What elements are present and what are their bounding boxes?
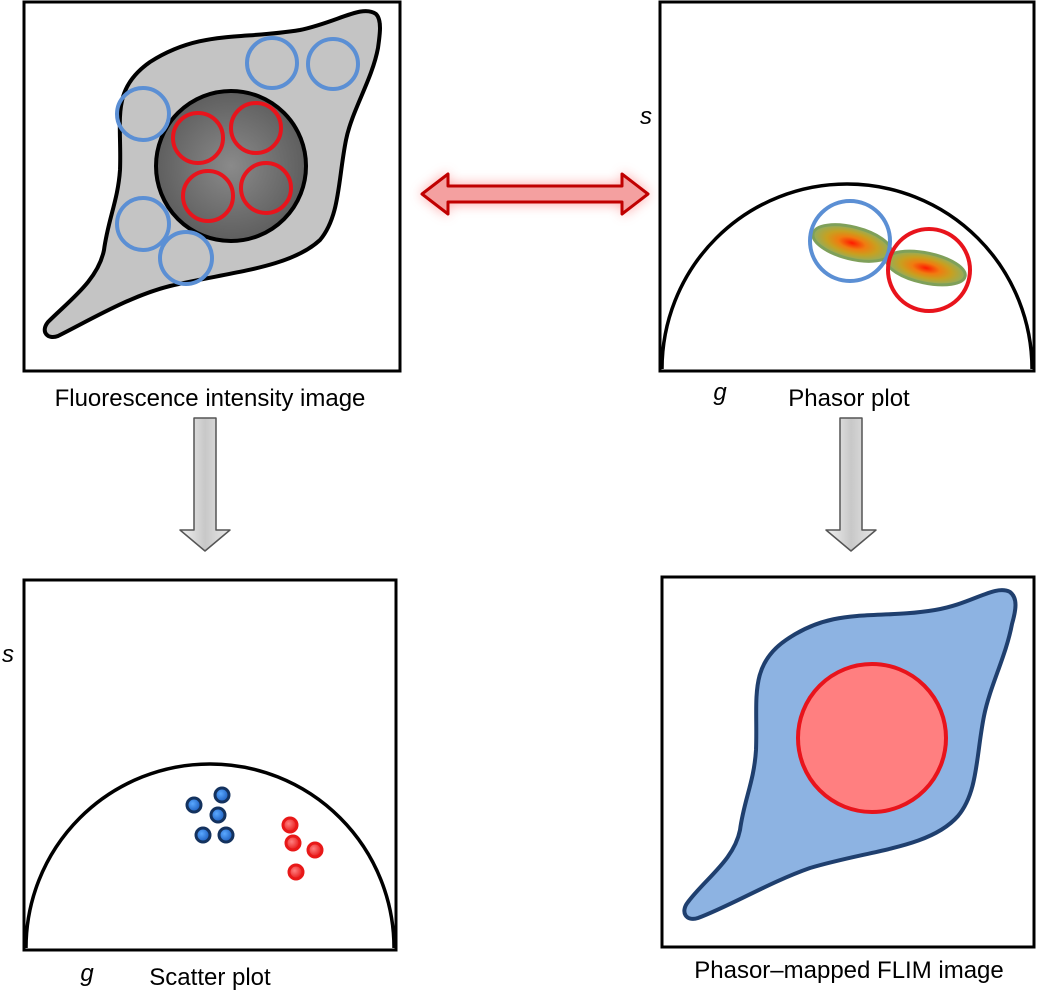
flim-caption: Phasor–mapped FLIM image [694, 957, 1004, 984]
red-roi [229, 101, 283, 155]
double-headed-red-arrow-icon [420, 172, 650, 216]
scatter-caption: Scatter plot [149, 964, 271, 991]
scatter-point [213, 786, 231, 804]
nucleus [154, 89, 308, 243]
scatter-point [217, 826, 235, 844]
red-dot-cluster [281, 816, 324, 881]
phasor-frame [658, 0, 1036, 373]
scatter-point [284, 834, 302, 852]
scatter-point [281, 816, 299, 834]
phasor-xlabel: g [713, 379, 727, 406]
scatter-point [185, 796, 203, 814]
phasor-panel: s g Phasor plot [640, 0, 1036, 412]
red-roi [171, 111, 225, 165]
scatter-point [287, 863, 305, 881]
blue-roi [158, 230, 214, 286]
blue-roi [306, 37, 360, 91]
scatter-ylabel: s [2, 641, 14, 668]
intensity-panel: Fluorescence intensity image [22, 0, 402, 412]
gray-down-arrow-icon [825, 417, 877, 552]
scatter-point [209, 806, 227, 824]
scatter-point [194, 826, 212, 844]
scatter-point [306, 841, 324, 859]
universal-semicircle [24, 762, 396, 949]
universal-semicircle [660, 182, 1034, 370]
gray-down-arrow-icon [179, 417, 231, 552]
blue-roi-group [115, 36, 360, 286]
red-phasor-roi [886, 227, 972, 313]
blue-phasor-roi [808, 199, 892, 283]
flim-nucleus [796, 662, 948, 814]
scatter-panel: s g Scatter plot [2, 578, 398, 991]
phasor-ylabel: s [640, 103, 652, 130]
blue-roi [245, 36, 299, 90]
scatter-xlabel: g [80, 960, 94, 987]
red-roi [181, 169, 235, 223]
blue-roi [115, 196, 171, 252]
blue-dot-cluster [185, 786, 235, 844]
intensity-caption: Fluorescence intensity image [55, 385, 366, 412]
red-roi-group [171, 101, 293, 223]
phasor-caption: Phasor plot [788, 385, 910, 412]
flim-panel: Phasor–mapped FLIM image [660, 575, 1036, 984]
blue-roi [115, 86, 171, 142]
red-roi [239, 161, 293, 215]
